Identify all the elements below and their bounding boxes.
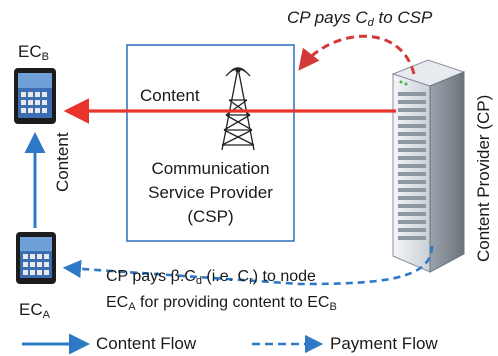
csp-label-line2: Service Provider bbox=[148, 183, 273, 202]
csp-label-line1: Communication bbox=[151, 159, 270, 178]
eca-payment-line1: CP pays β.Cd (i.e. Cr) to node bbox=[106, 266, 337, 292]
eca-label: ECA bbox=[19, 300, 50, 325]
csp-label: Communication Service Provider (CSP) bbox=[127, 157, 294, 229]
eca-pay-l2-sub1: A bbox=[128, 301, 136, 313]
eca-pay-l1-sub2: r bbox=[249, 275, 253, 287]
legend-content-flow: Content Flow bbox=[96, 334, 197, 353]
cp-pays-post: to CSP bbox=[373, 8, 433, 27]
eca-label-base: EC bbox=[19, 300, 43, 319]
ecb-label-sub: B bbox=[41, 51, 49, 63]
payment-arrow-cp-to-eca bbox=[62, 245, 434, 286]
content-label-vertical: Content bbox=[53, 132, 72, 192]
server-icon bbox=[391, 59, 466, 273]
ecb-label-base: EC bbox=[18, 42, 42, 61]
eca-label-sub: A bbox=[42, 309, 50, 321]
eca-pay-l2-pre: EC bbox=[106, 294, 129, 311]
eca-pay-l1-sub1: d bbox=[195, 275, 202, 287]
cp-label: Content Provider (CP) bbox=[474, 94, 493, 262]
eca-pay-l1-pre: CP pays β.C bbox=[106, 268, 196, 285]
legend-payment-flow: Payment Flow bbox=[330, 334, 438, 353]
csp-label-line3: (CSP) bbox=[187, 207, 234, 226]
ecb-label: ECB bbox=[18, 42, 49, 67]
tablet-ecb-icon bbox=[14, 68, 56, 124]
cp-pays-sub: d bbox=[367, 17, 374, 29]
tablet-eca-icon bbox=[16, 232, 56, 284]
payment-arrow-cp-to-csp bbox=[298, 34, 416, 75]
eca-pay-l2-sub2: B bbox=[329, 301, 337, 313]
eca-pay-l2-mid: for providing content to EC bbox=[135, 294, 330, 311]
eca-pay-l1-mid: (i.e. C bbox=[201, 268, 250, 285]
csp-box bbox=[126, 44, 295, 242]
eca-pay-l1-post: ) to node bbox=[252, 268, 316, 285]
cp-pays-csp-label: CP pays Cd to CSP bbox=[287, 8, 432, 33]
cp-pays-pre: CP pays C bbox=[287, 8, 368, 27]
eca-payment-label: CP pays β.Cd (i.e. Cr) to node ECA for p… bbox=[106, 266, 337, 318]
eca-payment-line2: ECA for providing content to ECB bbox=[106, 292, 337, 318]
content-label-horizontal: Content bbox=[140, 86, 200, 105]
